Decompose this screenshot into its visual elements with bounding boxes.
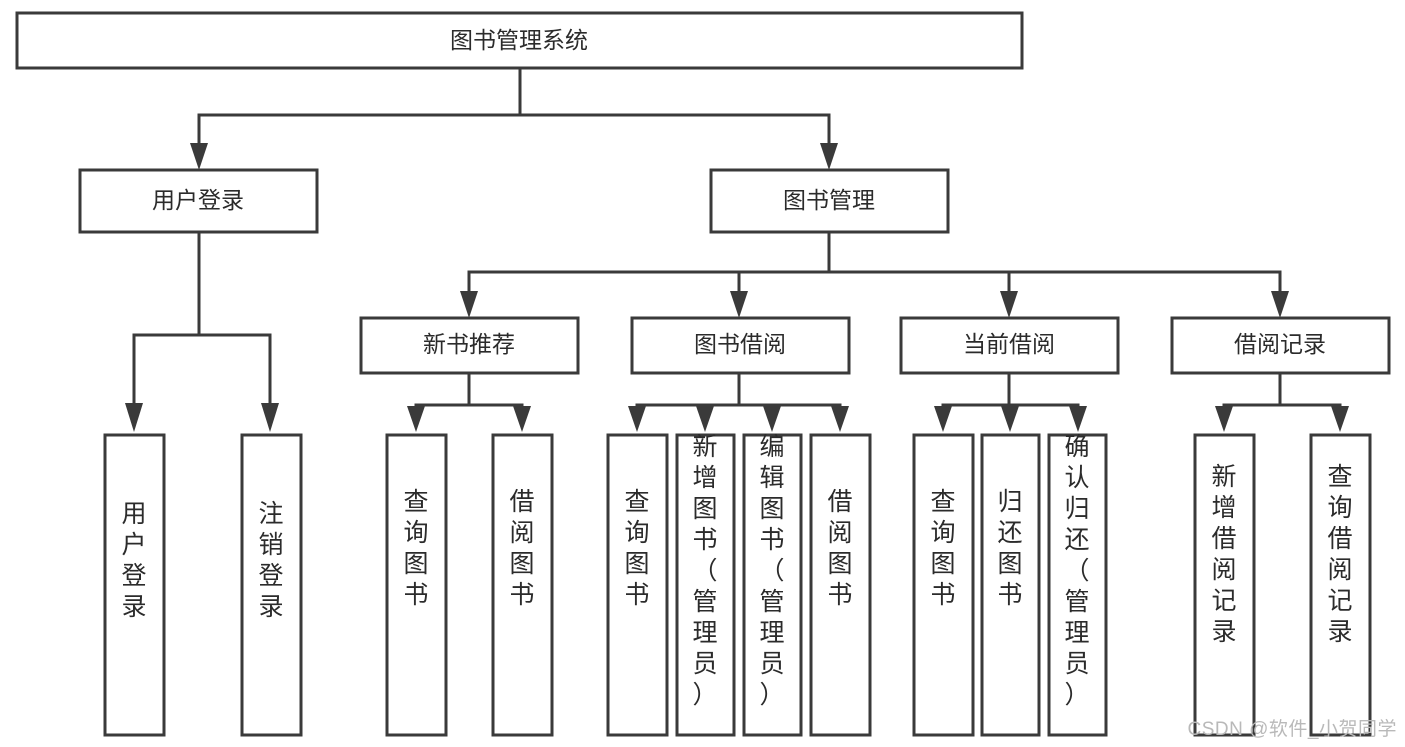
leaf-book-borrow-0-box[interactable] [606,433,669,737]
leaf-current-borrow-1-box[interactable] [980,433,1041,737]
leaf-borrow-record-1-label: 查询借阅记录 [1327,463,1352,646]
node-root-system-box[interactable] [15,11,1024,70]
leaf-new-book-recommend-1-label: 借阅图书 [509,488,534,609]
leaf-book-borrow-3-label: 借阅图书 [827,488,852,609]
arrowhead-borrow-record-child-0 [1215,406,1233,432]
leaf-new-book-recommend-1[interactable]: 借阅图书 [491,433,554,737]
leaf-current-borrow-1-label: 归还图书 [997,488,1022,609]
arrowhead-book-borrow-child-2 [763,406,781,432]
node-new-book-recommend[interactable]: 新书推荐 [359,316,580,375]
arrowhead-book-borrow-child-3 [831,406,849,432]
leaf-current-borrow-0[interactable]: 查询图书 [912,433,975,737]
node-book-borrow-label: 图书借阅 [694,331,786,357]
node-current-borrow-label: 当前借阅 [963,331,1055,357]
leaf-book-borrow-0[interactable]: 查询图书 [606,433,669,737]
node-user-login[interactable]: 用户登录 [78,168,319,234]
node-borrow-record-label: 借阅记录 [1234,331,1326,357]
leaf-current-borrow-0-label: 查询图书 [930,488,955,609]
node-root-system-label: 图书管理系统 [450,27,588,53]
leaf-new-book-recommend-0-label: 查询图书 [403,488,428,609]
arrowhead-user-login-child-1 [261,403,279,432]
node-current-borrow-box[interactable] [899,316,1120,375]
arrowhead-book-mgmt-child-0 [460,291,478,318]
leaf-current-borrow-0-box[interactable] [912,433,975,737]
node-borrow-record-box[interactable] [1170,316,1391,375]
arrowhead-user-login-child-0 [125,403,143,432]
leaf-user-login-1[interactable]: 注销登录 [240,433,303,737]
node-current-borrow[interactable]: 当前借阅 [899,316,1120,375]
connector-layer [125,66,1349,432]
leaf-borrow-record-1-box[interactable] [1309,433,1372,737]
leaf-book-borrow-3-box[interactable] [809,433,872,737]
leaf-book-borrow-2[interactable]: 编辑图书（管理员） [742,433,803,737]
arrowhead-root-to-user-login [190,143,208,170]
arrowhead-current-borrow-child-0 [934,406,952,432]
node-user-login-label: 用户登录 [152,187,244,213]
leaf-new-book-recommend-0-box[interactable] [385,433,448,737]
arrowhead-current-borrow-child-1 [1001,406,1019,432]
leaf-book-borrow-1-box[interactable] [675,433,736,737]
node-book-management[interactable]: 图书管理 [709,168,950,234]
leaf-book-borrow-0-label: 查询图书 [624,488,649,609]
node-new-book-recommend-box[interactable] [359,316,580,375]
leaf-user-login-0-box[interactable] [103,433,166,737]
arrowhead-book-borrow-child-1 [696,406,714,432]
leaf-book-borrow-2-box[interactable] [742,433,803,737]
leaf-new-book-recommend-1-box[interactable] [491,433,554,737]
leaf-current-borrow-2-box[interactable] [1047,433,1108,737]
node-user-login-box[interactable] [78,168,319,234]
leaf-borrow-record-0-label: 新增借阅记录 [1211,463,1236,646]
leaf-book-borrow-1[interactable]: 新增图书（管理员） [675,433,736,737]
node-book-borrow[interactable]: 图书借阅 [630,316,851,375]
leaf-book-borrow-1-label: 新增图书（管理员） [692,433,717,709]
leaf-book-borrow-3[interactable]: 借阅图书 [809,433,872,737]
leaf-current-borrow-2[interactable]: 确认归还（管理员） [1047,433,1108,737]
leaf-book-borrow-2-label: 编辑图书（管理员） [759,433,784,709]
node-root-system[interactable]: 图书管理系统 [15,11,1024,70]
leaf-current-borrow-1[interactable]: 归还图书 [980,433,1041,737]
leaf-user-login-0-label: 用户登录 [121,500,146,621]
arrowhead-new-book-child-0 [407,406,425,432]
arrowhead-current-borrow-child-2 [1069,406,1087,432]
leaf-borrow-record-0-box[interactable] [1193,433,1256,737]
arrowhead-book-mgmt-child-3 [1271,291,1289,318]
leaf-current-borrow-2-label: 确认归还（管理员） [1064,433,1089,709]
node-borrow-record[interactable]: 借阅记录 [1170,316,1391,375]
node-book-management-box[interactable] [709,168,950,234]
leaf-new-book-recommend-0[interactable]: 查询图书 [385,433,448,737]
leaf-user-login-0[interactable]: 用户登录 [103,433,166,737]
arrowhead-root-to-book-mgmt [820,143,838,170]
leaf-borrow-record-0[interactable]: 新增借阅记录 [1193,433,1256,737]
node-book-management-label: 图书管理 [783,187,875,213]
leaf-user-login-1-label: 注销登录 [258,500,283,621]
arrowhead-new-book-child-1 [513,406,531,432]
arrowhead-book-mgmt-child-1 [730,291,748,318]
arrowhead-book-mgmt-child-2 [1000,291,1018,318]
leaf-borrow-record-1[interactable]: 查询借阅记录 [1309,433,1372,737]
arrowhead-book-borrow-child-0 [628,406,646,432]
node-new-book-recommend-label: 新书推荐 [423,331,515,357]
arrowhead-borrow-record-child-1 [1331,406,1349,432]
leaf-user-login-1-box[interactable] [240,433,303,737]
node-book-borrow-box[interactable] [630,316,851,375]
